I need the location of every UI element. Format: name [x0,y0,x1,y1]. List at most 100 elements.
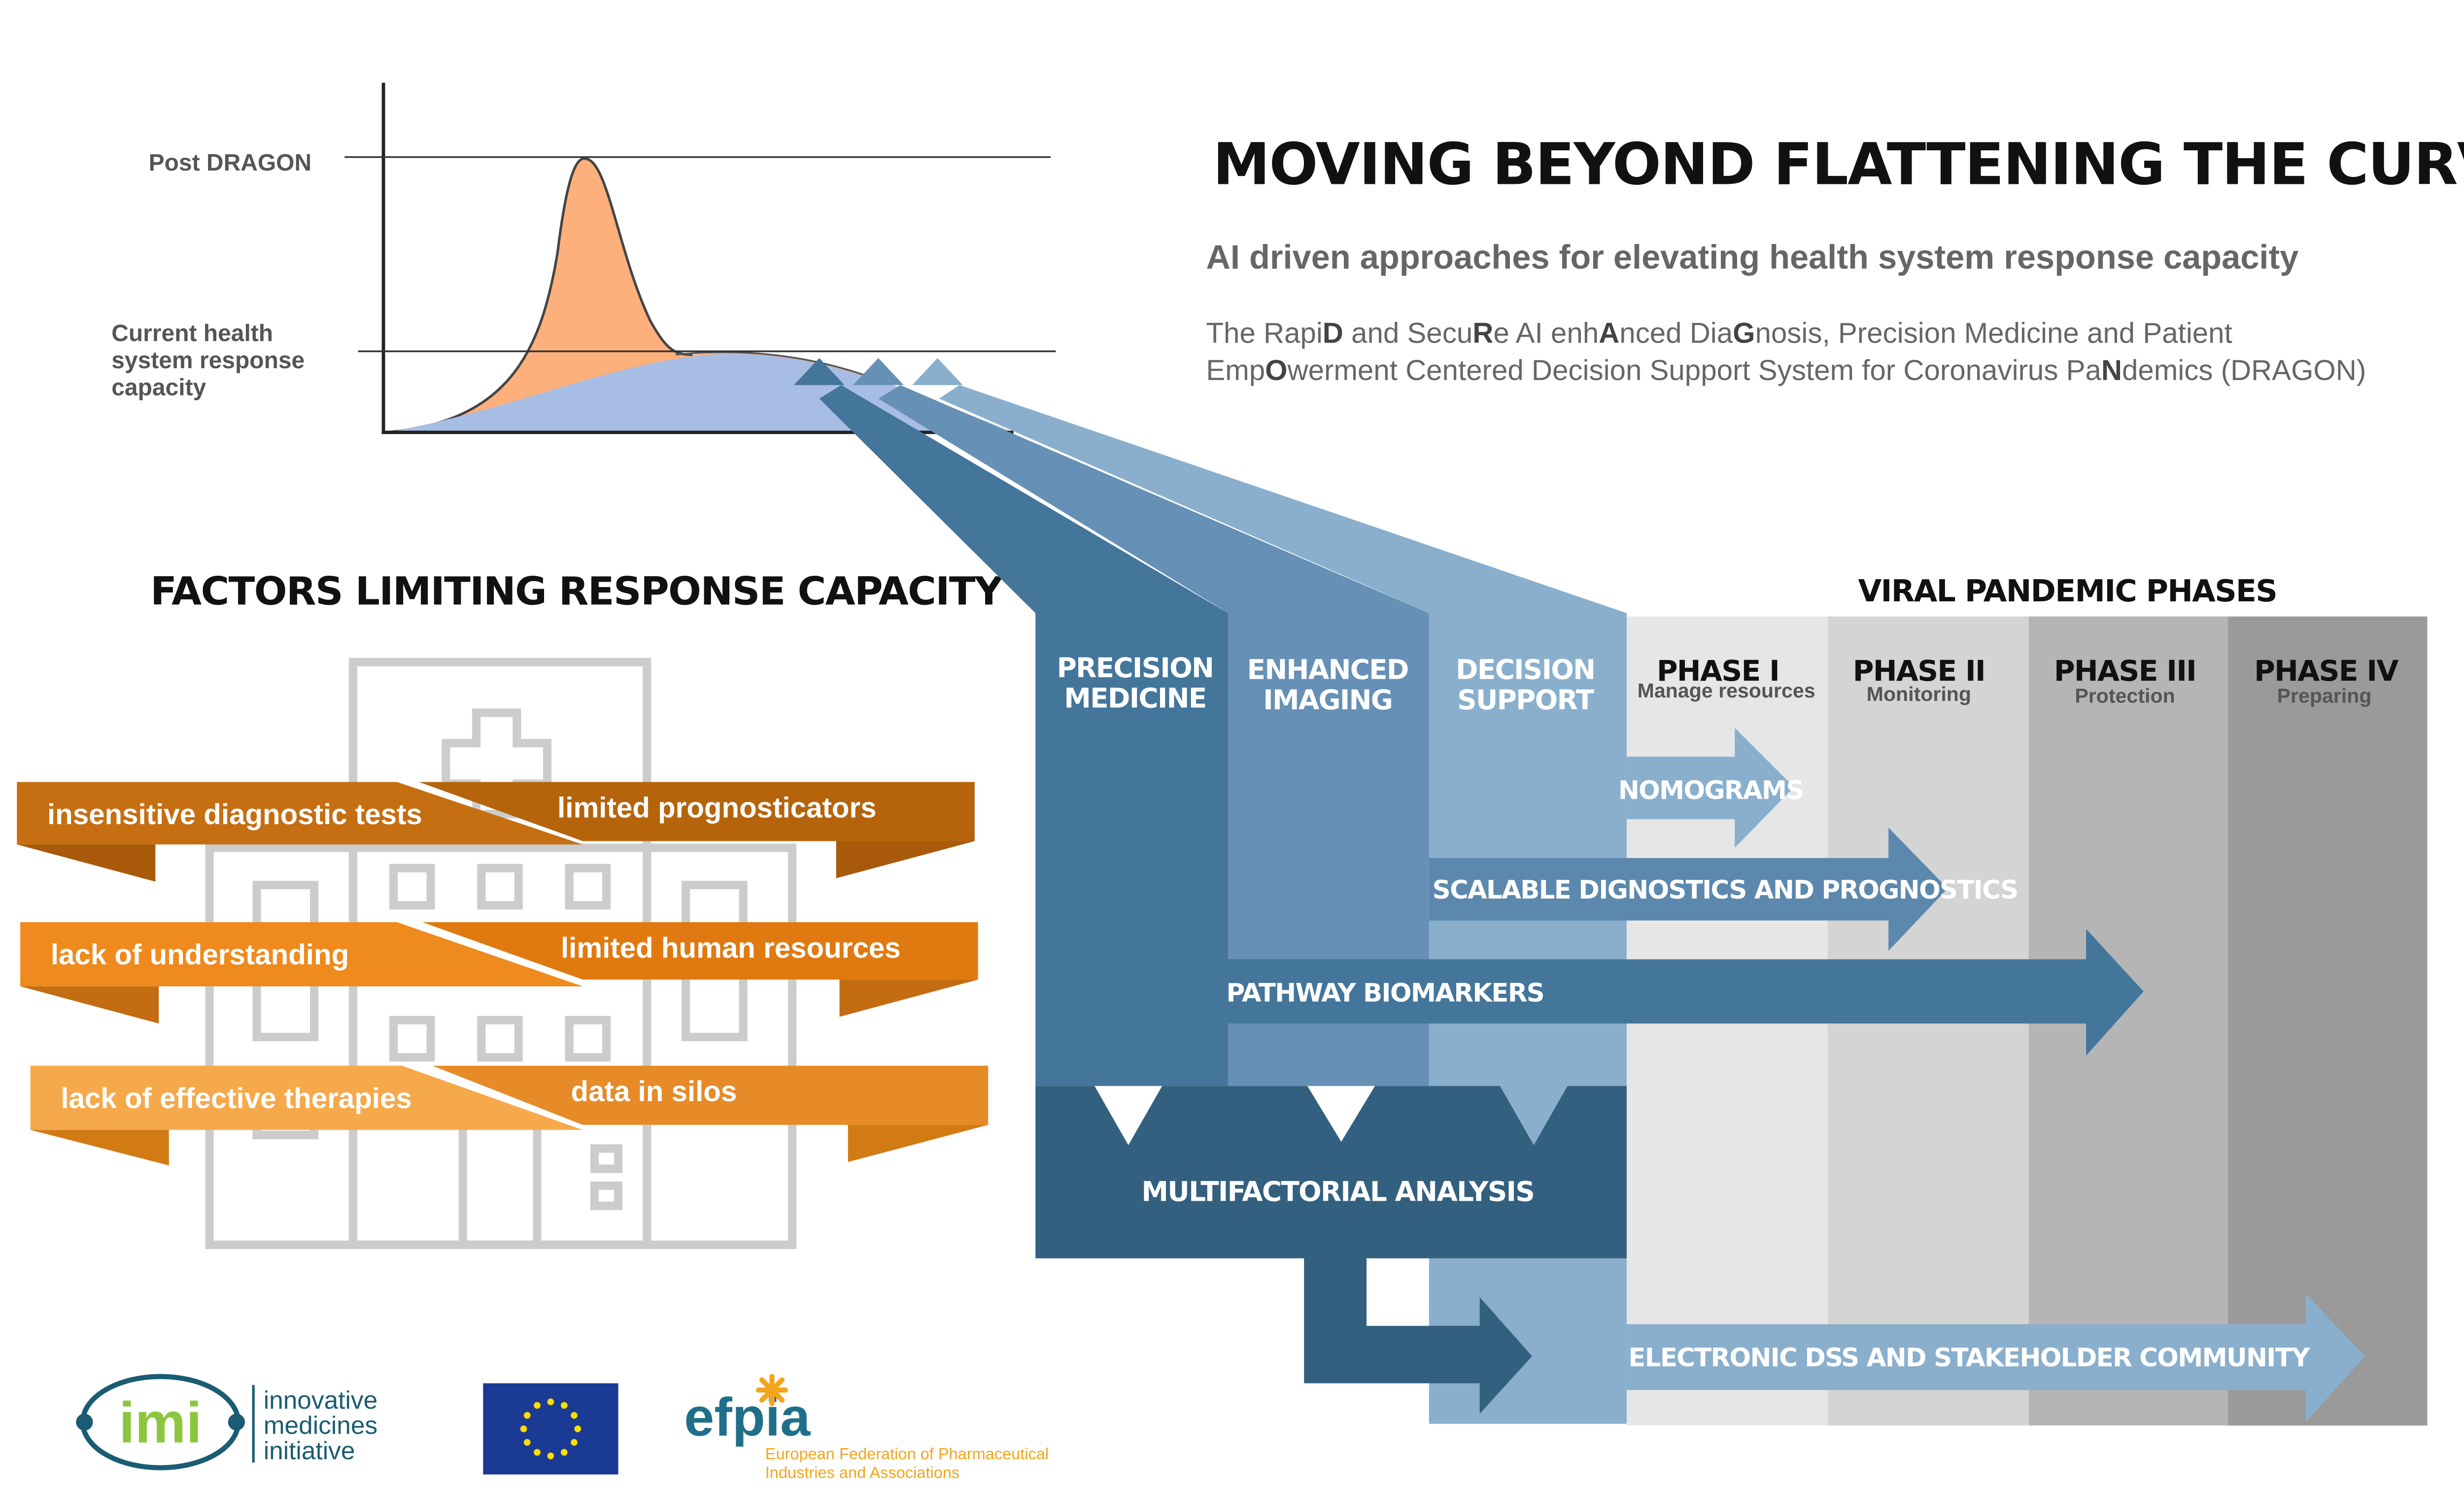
phase-3-sub: Protection [2075,684,2175,707]
factor-label: lack of understanding [51,939,349,971]
efpia-logo-mark: efpia [684,1388,811,1448]
description-segment: R [1472,317,1493,349]
imi-logo-mark: imi [119,1390,202,1455]
factor-label: limited prognosticators [557,792,876,824]
description-segment: e AI enh [1493,317,1599,349]
banner-fold [848,1125,989,1162]
factor-label: data in silos [571,1076,737,1108]
imi-logo-text: innovative medicines initiative [264,1386,385,1465]
factor-label: lack of effective therapies [61,1082,411,1114]
factors-title: FACTORS LIMITING RESPONSE CAPACITY [150,569,1003,614]
dragon-description-line2: EmpOwerment Centered Decision Support Sy… [1206,354,2366,386]
factor-banner [17,782,583,845]
eu-star-icon [571,1439,578,1446]
nomograms-label: NOMOGRAMS [1618,776,1804,805]
banner-fold [17,844,156,882]
current-capacity-label: Current health system response capacity [111,320,311,401]
curve-chart: Post DRAGON Current health system respon… [111,82,1056,434]
factor-banner [30,1066,583,1130]
pillar-precision-l1: PRECISION [1057,652,1214,684]
phase-1-name: PHASE I [1657,654,1779,688]
factor-banner-row-1: insensitive diagnostic tests limited pro… [17,782,975,882]
phase-2-name: PHASE II [1853,654,1985,688]
description-segment: nced Dia [1619,317,1733,349]
eu-star-icon [560,1402,568,1409]
electronic-dss-label: ELECTRONIC DSS AND STAKEHOLDER COMMUNITY [1628,1343,2310,1373]
dragon-description-line1: The RapiD and SecuRe AI enhAnced DiaGnos… [1206,317,2232,349]
description-segment: Emp [1206,354,1265,386]
eu-flag-icon [483,1383,618,1475]
eu-star-icon [560,1449,568,1456]
precision-medicine-pillar [819,385,1228,1086]
phase-column [2228,616,2428,1426]
pillar-decision-l2: SUPPORT [1457,684,1595,716]
eu-star-icon [571,1412,578,1419]
phase-2-sub: Monitoring [1867,683,1971,705]
factor-banner-row-2: lack of understanding limited human reso… [20,922,978,1024]
factor-label: limited human resources [561,932,901,964]
description-segment: N [2101,354,2122,386]
eu-star-icon [547,1452,554,1459]
eu-star-icon [547,1398,554,1405]
pillar-decision-l1: DECISION [1456,654,1595,686]
description-segment: The Rapi [1206,317,1322,349]
factor-banner [422,922,978,980]
banner-fold [20,986,159,1024]
banner-fold [839,979,978,1017]
multifactorial-analysis-label: MULTIFACTORIAL ANALYSIS [1141,1176,1534,1207]
enhanced-imaging-pillar [878,385,1429,1086]
eu-star-icon [534,1449,541,1456]
pathway-biomarkers-label: PATHWAY BIOMARKERS [1227,978,1544,1008]
imaging-arrowhead [853,358,904,385]
factor-banner-row-3: lack of effective therapies data in silo… [30,1066,989,1166]
phase-1-sub: Manage resources [1638,679,1815,702]
eu-star-icon [534,1402,541,1409]
scalable-diagnostics-label: SCALABLE DIGNOSTICS AND PROGNOSTICS [1433,875,2018,905]
phase-4-sub: Preparing [2277,684,2372,707]
factor-label: insensitive diagnostic tests [47,799,422,831]
post-dragon-label: Post DRAGON [149,150,312,176]
pillar-precision-l2: MEDICINE [1064,683,1206,714]
electronic-dss-arrow [1626,1293,2365,1423]
efpia-logo-text: European Federation of Pharmaceutical In… [765,1445,1053,1482]
phases-title: VIRAL PANDEMIC PHASES [1858,573,2277,609]
eu-star-icon [523,1439,531,1446]
description-segment: G [1733,317,1755,349]
pathway-biomarkers-arrow [1228,929,2144,1056]
eu-star-icon [574,1425,582,1432]
precision-arrowhead [794,358,845,385]
scalable-diagnostics-arrow [1429,828,1948,951]
current-capacity-outline [675,351,879,381]
description-segment: demics (DRAGON) [2122,354,2366,386]
factor-banner [432,1066,989,1125]
phase-3-name: PHASE III [2054,654,2196,688]
description-segment: A [1599,317,1619,349]
description-segment: nosis, Precision Medicine and Patient [1755,317,2232,349]
post-dragon-curve [385,158,1014,433]
multifactorial-analysis-block [1035,1086,1627,1258]
eu-star-icon [523,1412,531,1419]
imi-logo-dot-icon [76,1414,93,1431]
pillar-imaging-l2: IMAGING [1263,684,1392,716]
nomograms-arrow [1626,728,1794,848]
main-title: MOVING BEYOND FLATTENING THE CURVE [1213,132,2464,198]
description-segment: and Secu [1343,317,1472,349]
description-segment: D [1323,317,1343,349]
phase-4-name: PHASE IV [2254,654,2398,688]
multifactorial-output-arrow [1304,1256,1532,1414]
hospital-building-icon [205,658,797,1249]
banner-fold [30,1130,169,1166]
post-dragon-curve-outline [385,157,693,434]
efpia-asterisk-icon [755,1374,788,1406]
description-segment: werment Centered Decision Support System… [1287,354,2101,386]
factor-banner [20,922,583,987]
subtitle: AI driven approaches for elevating healt… [1206,238,2298,276]
imi-logo: imi innovative medicines initiative [76,1374,385,1470]
description-segment: O [1265,354,1287,386]
decision-arrowhead [912,358,963,385]
efpia-logo: efpia European Federation of Pharmaceuti… [684,1374,1053,1482]
pillar-imaging-l1: ENHANCED [1247,654,1408,686]
banner-fold [836,841,975,878]
